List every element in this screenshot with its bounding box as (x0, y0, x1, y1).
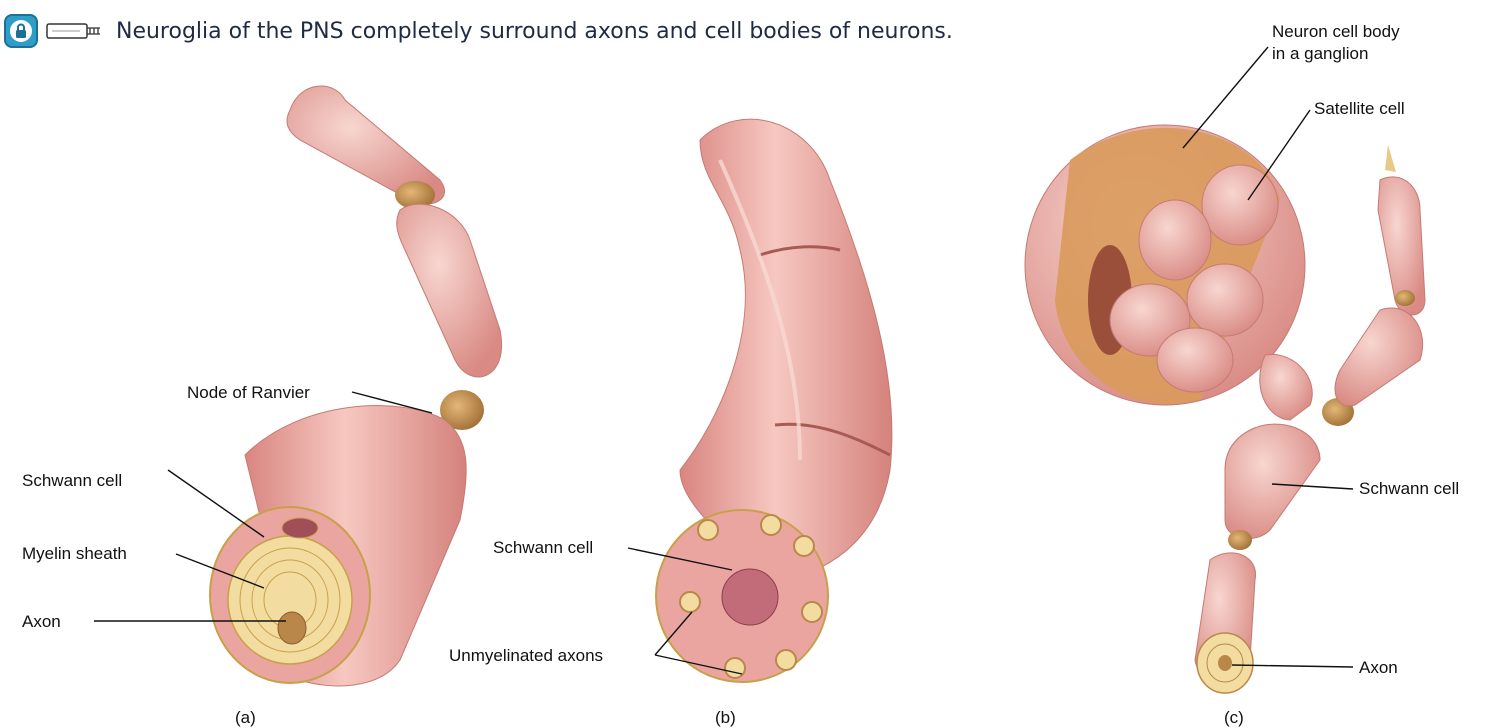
panel-label-c: (c) (1224, 708, 1244, 728)
panel-label-a: (a) (235, 708, 256, 728)
label-schwann-cell-c: Schwann cell (1359, 479, 1459, 499)
panel-label-b: (b) (715, 708, 736, 728)
label-axon-c: Axon (1359, 658, 1398, 678)
label-schwann-cell-a: Schwann cell (22, 471, 122, 491)
unmyelinated-axons-panel-b (656, 119, 892, 682)
label-myelin-sheath: Myelin sheath (22, 544, 127, 564)
ganglion-panel-c (1025, 125, 1425, 693)
label-node-of-ranvier: Node of Ranvier (187, 383, 310, 403)
label-axon-a: Axon (22, 612, 61, 632)
label-neuron-cell-body-line1: Neuron cell body (1272, 22, 1400, 42)
label-satellite-cell: Satellite cell (1314, 99, 1405, 119)
label-schwann-cell-b: Schwann cell (493, 538, 593, 558)
label-neuron-cell-body-line2: in a ganglion (1272, 44, 1368, 64)
label-unmyelinated-axons: Unmyelinated axons (449, 646, 603, 666)
